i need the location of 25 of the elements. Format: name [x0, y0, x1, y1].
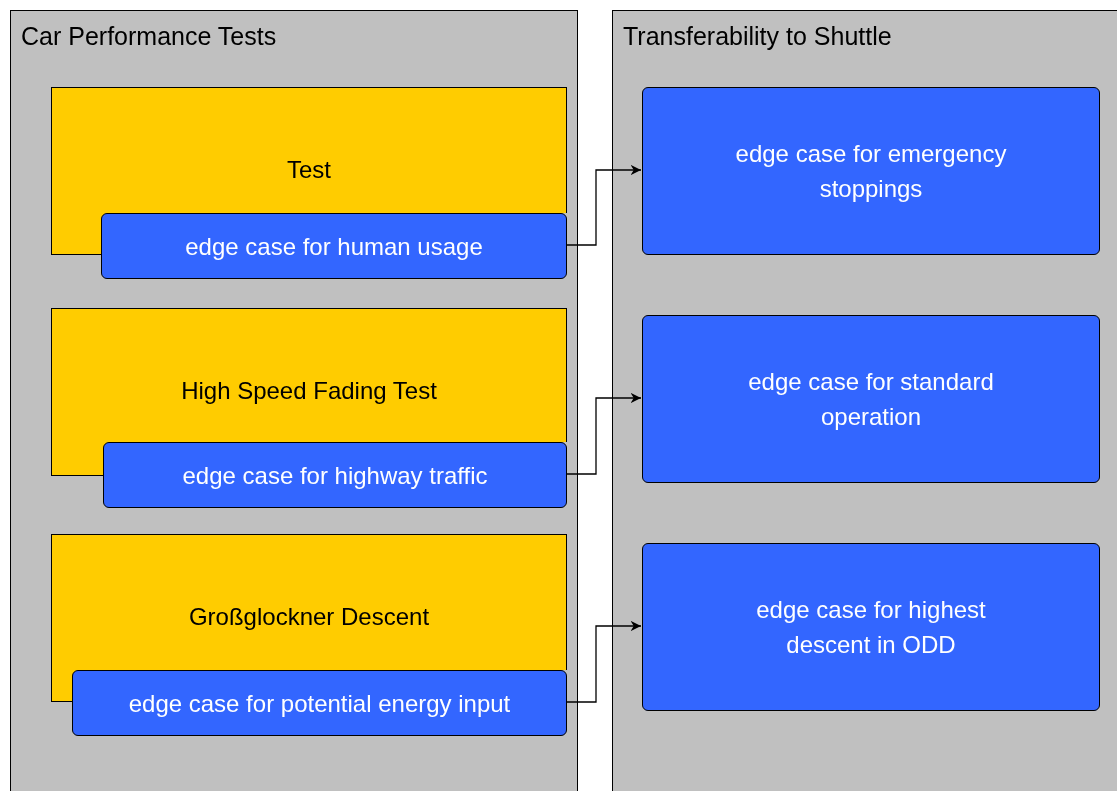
target-box — [642, 87, 1100, 255]
edge-case-tag — [103, 442, 567, 508]
target-box — [642, 543, 1100, 711]
box-label: edge case for highway traffic — [182, 460, 488, 491]
connector-arrow — [565, 620, 642, 703]
group-panel — [10, 10, 578, 791]
test-box — [51, 87, 567, 213]
box-label: edge case for standard operation — [747, 367, 995, 432]
test-name: High Speed Fading Test — [180, 379, 438, 403]
panel-title: Car Performance Tests — [21, 24, 277, 49]
box-label: edge case for emergency stoppings — [734, 139, 1008, 204]
test-name: Test — [286, 158, 332, 182]
target-box — [642, 315, 1100, 483]
edge-case-tag — [101, 213, 567, 279]
connector-arrow — [565, 392, 642, 475]
panel-title: Transferability to Shuttle — [623, 24, 892, 49]
test-box — [51, 534, 567, 670]
test-box — [51, 308, 567, 442]
edge-case-tag — [72, 670, 567, 736]
group-panel — [612, 10, 1117, 791]
box-label: edge case for highest descent in ODD — [755, 595, 987, 660]
box-label: edge case for potential energy input — [128, 688, 511, 719]
connector-arrow — [565, 164, 642, 246]
test-name: Großglockner Descent — [187, 605, 431, 629]
box-label: edge case for human usage — [185, 231, 483, 262]
